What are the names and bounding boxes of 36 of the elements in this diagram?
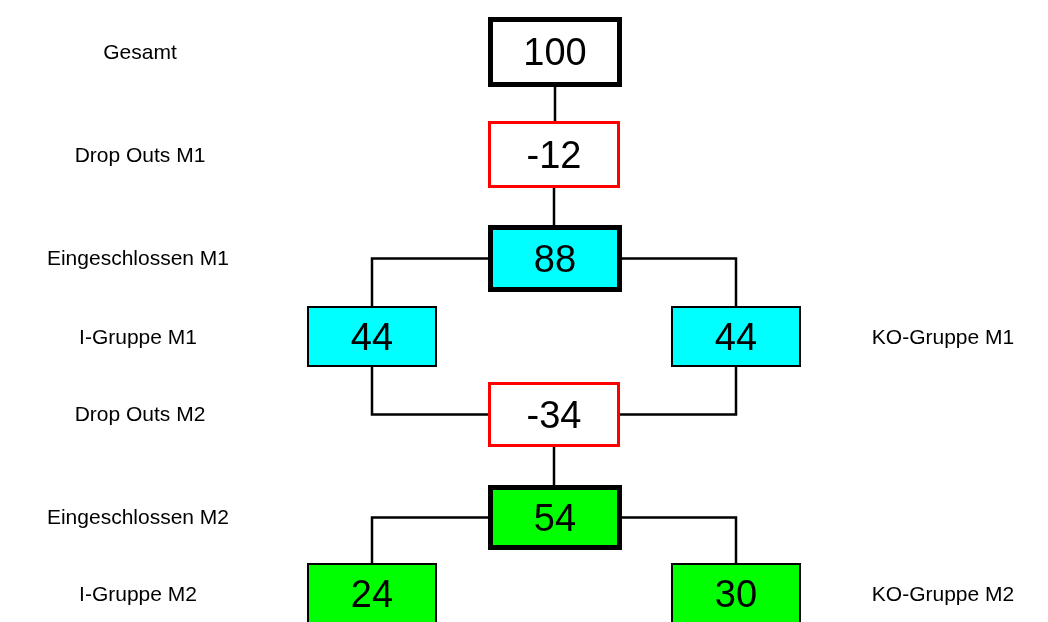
count-value: 100 — [523, 33, 587, 71]
row-label: Drop Outs M1 — [74, 143, 206, 167]
row-label: Drop Outs M2 — [74, 402, 206, 426]
connector-line — [552, 188, 556, 225]
row-label: KO-Gruppe M1 — [871, 324, 1015, 349]
count-box — [307, 306, 437, 367]
connector-line — [620, 367, 738, 416]
count-value: 44 — [714, 317, 758, 356]
count-box — [488, 17, 622, 87]
count-value: -12 — [526, 135, 582, 174]
connector-line — [622, 516, 738, 563]
count-box — [671, 563, 801, 622]
row-label: Gesamt — [103, 40, 177, 64]
connector-line — [370, 367, 488, 416]
connector-line — [552, 447, 556, 485]
connector-line — [370, 516, 488, 563]
connector-line — [553, 87, 557, 121]
count-value: 24 — [350, 575, 394, 613]
row-label: Eingeschlossen M1 — [46, 246, 230, 270]
count-box — [488, 382, 620, 447]
count-box — [488, 225, 622, 292]
count-value: 54 — [533, 498, 577, 537]
row-label: I-Gruppe M2 — [79, 582, 197, 606]
count-value: 88 — [533, 239, 577, 278]
row-label: Eingeschlossen M2 — [46, 505, 230, 529]
count-box — [488, 121, 620, 188]
count-value: 44 — [350, 317, 394, 356]
count-box — [488, 485, 622, 550]
count-box — [671, 306, 801, 367]
count-box — [307, 563, 437, 622]
connector-line — [622, 257, 738, 306]
connector-line — [370, 257, 488, 306]
row-label: KO-Gruppe M2 — [871, 582, 1015, 606]
count-value: 30 — [714, 575, 758, 613]
count-value: -34 — [526, 395, 582, 434]
row-label: I-Gruppe M1 — [79, 325, 197, 349]
